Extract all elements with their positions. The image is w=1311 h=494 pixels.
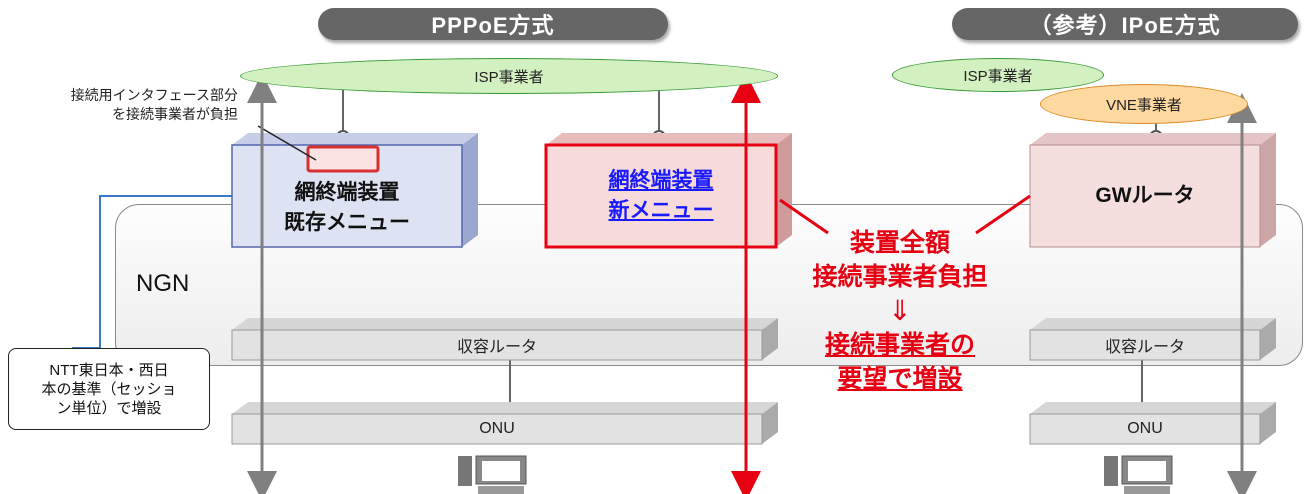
ipoe-header-label: （参考）IPoE方式 <box>1029 13 1221 38</box>
cost-text: 装置全額 接続事業者負担 ⇓ 接続事業者の 要望で増設 <box>770 226 1030 396</box>
ipoe-isp-label: ISP事業者 <box>963 67 1033 85</box>
computer-icon <box>1104 455 1173 494</box>
gw-router: GWルータ <box>1030 145 1260 247</box>
ntt-callout-line3: ン単位）で増設 <box>56 399 162 417</box>
ipoe-header: （参考）IPoE方式 <box>952 8 1298 40</box>
new-device: 網終端装置 新メニュー <box>546 160 776 232</box>
interface-annotation-line2: を接続事業者が負担 <box>112 106 238 122</box>
pppoe-onu-label: ONU <box>479 420 515 437</box>
ipoe-router-label: 収容ルータ <box>1104 339 1185 356</box>
ntt-callout-line1: NTT東日本・西日 <box>49 361 169 379</box>
ntt-callout: NTT東日本・西日 本の基準（セッショ ン単位）で増設 <box>8 348 210 430</box>
new-device-line1: 網終端装置 <box>608 169 714 192</box>
cost-line1: 装置全額 <box>849 229 950 257</box>
pppoe-isp-label: ISP事業者 <box>474 68 544 86</box>
ipoe-onu-label: ONU <box>1127 420 1163 437</box>
existing-device: 網終端装置 既存メニュー <box>232 172 462 244</box>
cost-line2: 接続事業者負担 <box>812 263 988 291</box>
cost-line3: 接続事業者の <box>824 331 975 359</box>
ipoe-isp-ellipse: ISP事業者 <box>892 58 1104 92</box>
ntt-connector-line <box>72 195 232 349</box>
cost-line4: 要望で増設 <box>837 365 963 393</box>
existing-device-line1: 網終端装置 <box>294 181 400 204</box>
pppoe-isp-ellipse: ISP事業者 <box>240 58 778 94</box>
vne-ellipse: VNE事業者 <box>1040 84 1248 124</box>
interface-annotation: 接続用インタフェース部分 を接続事業者が負担 <box>18 86 238 124</box>
computer-icon <box>458 455 527 494</box>
ntt-callout-line2: 本の基準（セッショ <box>41 380 177 398</box>
vne-label: VNE事業者 <box>1106 96 1182 114</box>
gw-router-label: GWルータ <box>1095 184 1195 207</box>
interface-annotation-line1: 接続用インタフェース部分 <box>70 87 238 103</box>
ngn-label: NGN <box>136 270 190 297</box>
new-device-line2: 新メニュー <box>608 199 714 222</box>
pppoe-header-label: PPPoE方式 <box>431 13 555 38</box>
down-arrow-icon: ⇓ <box>888 295 912 326</box>
existing-device-line2: 既存メニュー <box>284 211 410 234</box>
pppoe-router-label: 収容ルータ <box>456 339 537 356</box>
pppoe-header: PPPoE方式 <box>318 8 668 40</box>
